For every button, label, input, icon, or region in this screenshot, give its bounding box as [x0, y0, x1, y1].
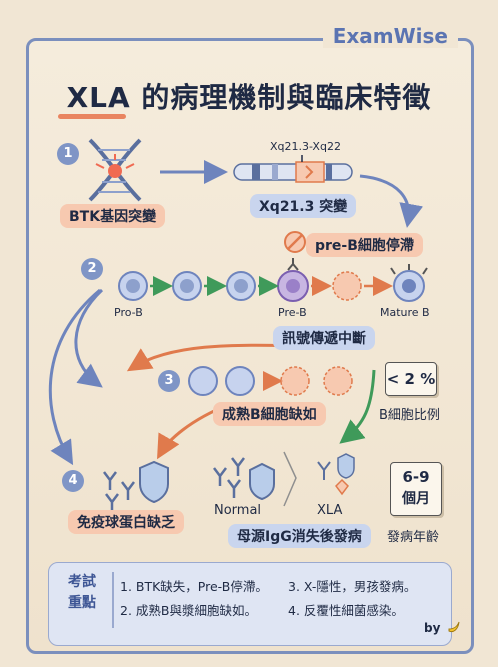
- block-label: pre-B細胞停滯: [306, 233, 423, 257]
- title-underline: [58, 114, 126, 119]
- step-2-badge: 2: [81, 258, 103, 280]
- normal-vs-xla-icon: [213, 451, 355, 507]
- banana-icon: [448, 621, 460, 633]
- key-points-label: 考試 重點: [56, 572, 108, 628]
- b-cell-ratio-card: < 2 %: [385, 362, 437, 396]
- onset-age-card: 6-9 個月: [390, 462, 442, 516]
- onset-age-caption: 發病年齡: [387, 530, 440, 545]
- key-point-4: 4. 反覆性細菌感染。: [288, 603, 404, 618]
- antibodies-shield-icon: [103, 460, 169, 510]
- stage-pro-b: Pro-B: [114, 306, 143, 319]
- stage-pre-b: Pre-B: [278, 306, 307, 319]
- key-point-3: 3. X-隱性，男孩發病。: [288, 579, 417, 594]
- step-1-badge: 1: [57, 143, 79, 165]
- credit-text: by: [424, 621, 441, 635]
- mature-b-deficit-label: 成熟B細胞缺如: [213, 402, 326, 426]
- gene-mutation-label: BTK基因突變: [60, 204, 166, 228]
- normal-label: Normal: [214, 503, 262, 518]
- onset-label: 母源IgG消失後發病: [228, 524, 371, 548]
- key-point-2: 2. 成熟B與漿細胞缺如。: [120, 603, 257, 618]
- key-points-label-line1: 考試: [68, 574, 96, 590]
- chromosome-icon: [233, 155, 353, 183]
- onset-age-value: 6-9: [402, 468, 430, 486]
- block-icon: [284, 231, 306, 253]
- key-point-1: 1. BTK缺失，Pre-B停滯。: [120, 579, 268, 594]
- b-cell-development-row: [118, 258, 428, 302]
- page-title: XLA 的病理機制與臨床特徵: [66, 81, 432, 114]
- mutation-label: Xq21.3 突變: [250, 194, 357, 218]
- key-points-panel: [48, 562, 452, 646]
- signal-interrupted-label: 訊號傳遞中斷: [273, 326, 375, 350]
- key-points-label-line2: 重點: [68, 595, 96, 611]
- xla-label: XLA: [317, 503, 343, 518]
- credit-label: by: [424, 620, 461, 635]
- key-points-divider: [112, 572, 114, 628]
- b-cell-ratio-caption: B細胞比例: [379, 408, 440, 423]
- immunoglobulin-deficit-label: 免疫球蛋白缺乏: [68, 510, 184, 534]
- step-4-badge: 4: [62, 470, 84, 492]
- onset-age-unit: 個月: [402, 491, 430, 507]
- step-3-badge: 3: [158, 370, 180, 392]
- dna-helix-icon: [88, 138, 142, 202]
- brand-logo: ExamWise: [322, 24, 458, 48]
- locus-label: Xq21.3-Xq22: [270, 140, 341, 153]
- stage-mature-b: Mature B: [380, 306, 430, 319]
- mature-b-cells-row: [188, 366, 353, 396]
- b-cell-ratio-value: < 2 %: [386, 370, 436, 388]
